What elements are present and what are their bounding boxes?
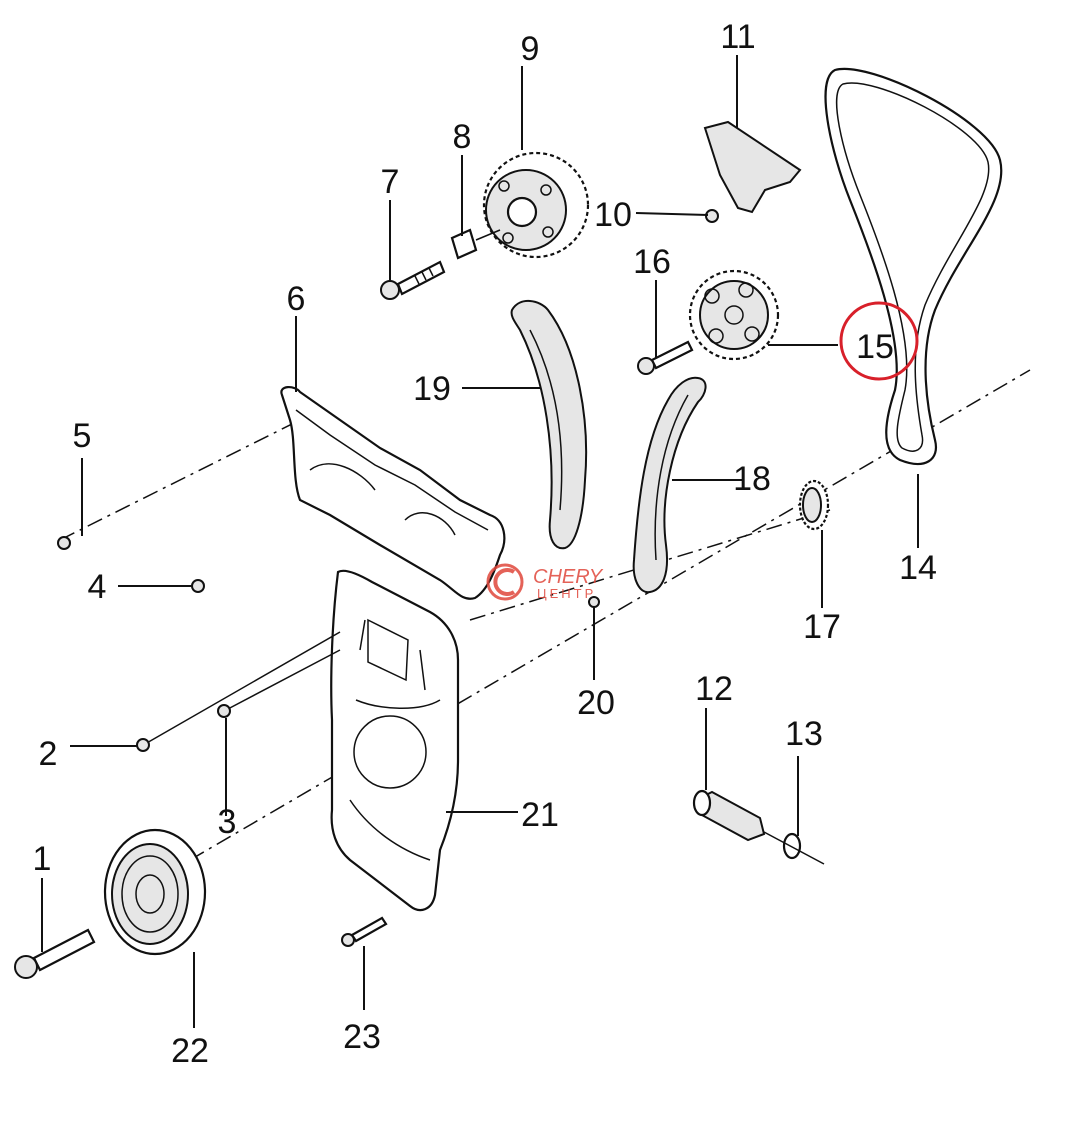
watermark-brand: CHERY (533, 566, 604, 588)
crankshaft-sprocket (688, 269, 780, 361)
callout-20: 20 (577, 684, 615, 722)
fixed-chain-guide (632, 376, 707, 594)
callout-11: 11 (720, 18, 755, 56)
callout-22: 22 (171, 1032, 209, 1070)
callout-2: 2 (39, 735, 58, 773)
callout-14: 14 (899, 549, 937, 587)
callout-6: 6 (287, 280, 306, 318)
timing-chain (824, 67, 1003, 465)
callout-1: 1 (33, 840, 52, 878)
cam-bolt (380, 260, 446, 300)
callout-8: 8 (453, 118, 472, 156)
callout-15: 15 (856, 328, 894, 366)
callout-16: 16 (633, 243, 671, 281)
cover-bolts-lower (136, 631, 341, 752)
callout-12: 12 (695, 670, 733, 708)
callout-3: 3 (218, 803, 237, 841)
axis-lines (59, 369, 1031, 861)
upper-chain-guide (703, 120, 802, 214)
callout-9: 9 (521, 30, 540, 68)
cam-spacer (450, 228, 501, 260)
hydraulic-tensioner (692, 789, 766, 842)
callout-4: 4 (88, 568, 107, 606)
front-timing-cover (330, 569, 460, 912)
tensioner-arm (510, 300, 588, 550)
callout-10: 10 (594, 196, 632, 234)
cover-bolts-upper (57, 536, 205, 593)
watermark-logo-icon (486, 563, 524, 601)
callout-13: 13 (785, 715, 823, 753)
highlight-circle (839, 301, 919, 381)
upper-timing-cover (280, 386, 506, 600)
oil-pump-sprocket (798, 479, 830, 531)
cover-bottom-bolt (341, 916, 388, 947)
callout-21: 21 (521, 796, 559, 834)
callout-5: 5 (73, 417, 92, 455)
watermark-sub: ЦЕНТР (537, 586, 596, 601)
watermark: CHERY ЦЕНТР (486, 563, 604, 601)
callout-18: 18 (733, 460, 771, 498)
callout-7: 7 (381, 163, 400, 201)
leader-lines (41, 55, 919, 1028)
tensioner-o-ring (763, 831, 825, 865)
crankshaft-pulley (103, 828, 207, 956)
callout-17: 17 (803, 608, 841, 646)
crankshaft-bolt (14, 928, 96, 979)
sprocket-bolt (637, 340, 694, 375)
callout-labels: 1 2 3 4 5 6 7 8 9 10 11 12 13 14 15 16 1… (33, 18, 937, 1070)
callout-19: 19 (413, 370, 451, 408)
callout-23: 23 (343, 1018, 381, 1056)
camshaft-sprocket (482, 151, 590, 259)
guide-bolt (705, 209, 719, 223)
